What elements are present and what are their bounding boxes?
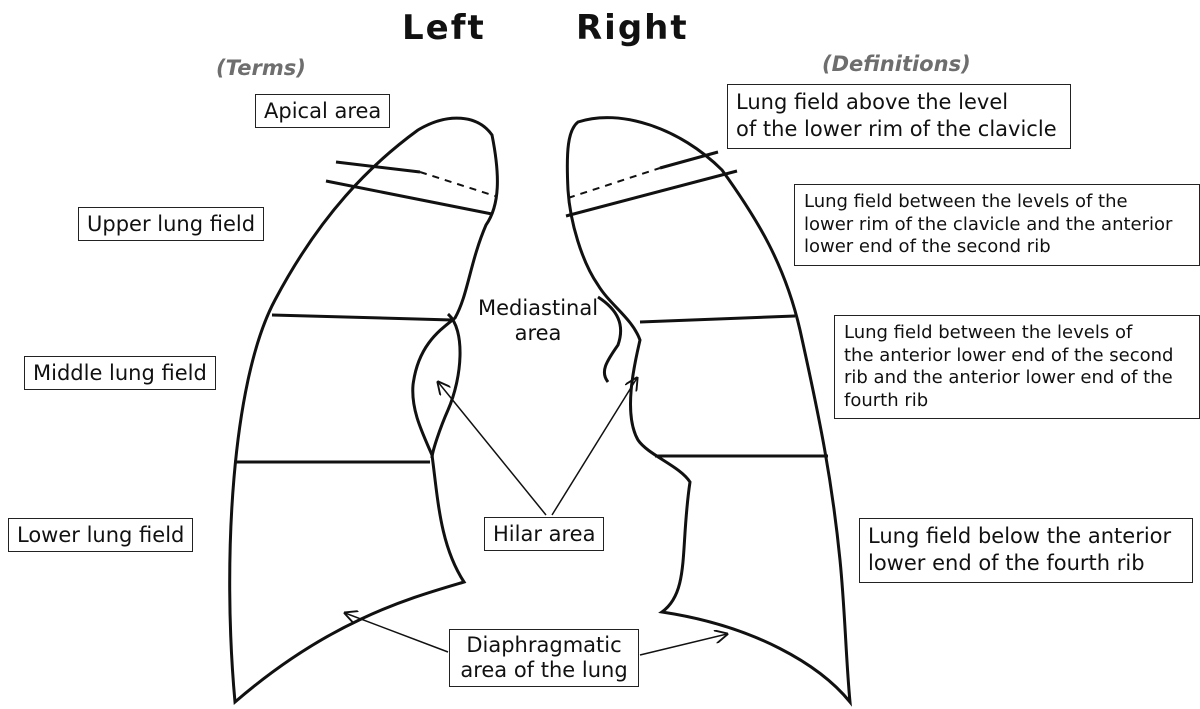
upper-def-line-2: lower rim of the clavicle and the anteri… xyxy=(804,214,1190,237)
apical-area-definition: Lung field above the level of the lower … xyxy=(727,84,1071,149)
apical-def-line-2: of the lower rim of the clavicle xyxy=(736,116,1062,143)
left-heading: Left xyxy=(402,8,486,48)
right-heading: Right xyxy=(576,8,689,48)
definitions-caption: (Definitions) xyxy=(822,52,971,76)
lower-def-line-2: lower end of the fourth rib xyxy=(868,550,1184,577)
middle-def-line-2: the anterior lower end of the second xyxy=(844,345,1190,368)
hilar-arrow-right xyxy=(552,378,637,515)
diaphragmatic-line-2: area of the lung xyxy=(456,658,632,683)
hilar-arrow-left xyxy=(438,382,546,515)
middle-def-line-3: rib and the anterior lower end of the xyxy=(844,367,1190,390)
diaphragmatic-area-label: Diaphragmatic area of the lung xyxy=(449,629,639,687)
upper-lung-field-definition: Lung field between the levels of the low… xyxy=(794,184,1200,266)
middle-lung-field-label: Middle lung field xyxy=(24,356,216,390)
left-second-rib-line xyxy=(272,315,452,320)
diaphragm-arrow-right xyxy=(640,634,727,655)
middle-def-line-4: fourth rib xyxy=(844,390,1190,413)
middle-def-line-1: Lung field between the levels of xyxy=(844,322,1190,345)
terms-caption: (Terms) xyxy=(216,56,306,80)
mediastinal-area-label: Mediastinal area xyxy=(468,296,608,346)
apical-area-label: Apical area xyxy=(255,94,390,128)
lower-lung-field-label: Lower lung field xyxy=(8,518,193,552)
lower-def-line-1: Lung field below the anterior xyxy=(868,523,1184,550)
upper-def-line-3: lower end of the second rib xyxy=(804,236,1190,259)
right-second-rib-line xyxy=(640,316,795,322)
middle-lung-field-definition: Lung field between the levels of the ant… xyxy=(834,315,1200,419)
diaphragmatic-line-1: Diaphragmatic xyxy=(456,633,632,658)
mediastinal-line-2: area xyxy=(468,321,608,346)
upper-def-line-1: Lung field between the levels of the xyxy=(804,191,1190,214)
lower-lung-field-definition: Lung field below the anterior lower end … xyxy=(859,518,1193,583)
upper-lung-field-label: Upper lung field xyxy=(78,207,264,241)
apical-def-line-1: Lung field above the level xyxy=(736,89,1062,116)
diaphragm-arrow-left xyxy=(345,613,448,652)
mediastinal-line-1: Mediastinal xyxy=(468,296,608,321)
hilar-area-label: Hilar area xyxy=(484,517,604,551)
